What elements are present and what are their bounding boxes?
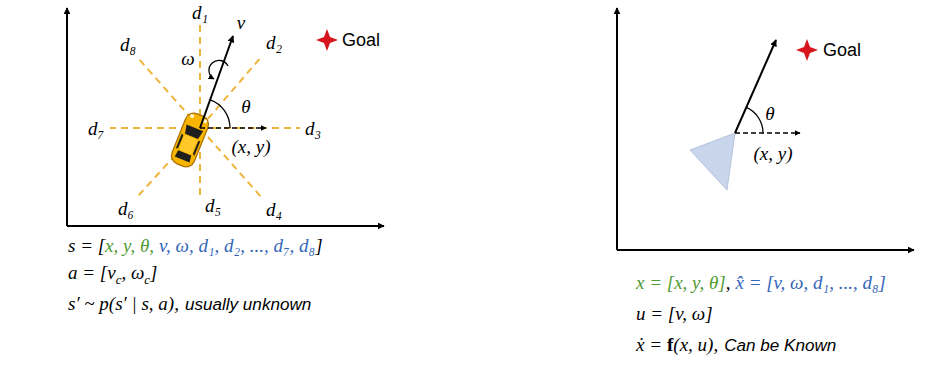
equation-line: x = [x, y, θ],x̂ = [v, ω, d₁, ..., d₈] (636, 272, 886, 295)
equation-term: v, ω, d₁, d₂, ..., d₇, d₈ (159, 235, 315, 256)
equation-term: x = [x, y, θ] (636, 272, 726, 293)
distance-label: d₆ (118, 199, 134, 218)
equation-term: ẋ = (636, 334, 662, 355)
equation-line: a = [vc, ωc] (68, 262, 157, 288)
position-label: (x, y) (231, 137, 270, 156)
sensor-ray (199, 25, 201, 128)
goal-star (316, 29, 338, 51)
equation-term: x, y, θ, (105, 235, 154, 256)
car-body (169, 110, 211, 169)
heading-reference (200, 127, 266, 129)
distance-label: d₄ (266, 200, 282, 219)
angle-arc (210, 100, 230, 128)
equation-term: (x, u), (673, 334, 718, 355)
angle-arc (746, 107, 763, 133)
equation-term: f (667, 334, 673, 355)
car-icon (169, 110, 211, 169)
equation-term: s′ ~ p(s′ | s, a), (68, 293, 179, 314)
equation-term: x̂ = [v, ω, d₁, ..., d₈] (735, 272, 885, 293)
equation-term: ] (315, 235, 322, 256)
equation-term: ] (150, 262, 157, 283)
equation-line: u = [v, ω] (636, 303, 713, 326)
distance-label: d₇ (88, 119, 104, 138)
goal-star (796, 39, 818, 61)
equation-term: a = [v (68, 262, 116, 283)
agent-cone (690, 133, 735, 190)
distance-label: d₈ (120, 35, 136, 54)
equation-term: u = [v, ω] (636, 303, 713, 324)
y-axis (66, 8, 68, 226)
heading-reference (735, 132, 800, 134)
goal-label: Goal (342, 31, 380, 49)
distance-label: d₃ (305, 119, 321, 138)
equation-term: , ω (121, 262, 144, 283)
angular-velocity-label: ω (181, 49, 194, 68)
note-text: usually unknown (185, 295, 311, 314)
equation-line: s′ ~ p(s′ | s, a), usually unknown (68, 293, 311, 316)
sensor-ray (200, 56, 262, 128)
y-axis (616, 8, 618, 250)
equation-term: s = [ (68, 235, 105, 256)
distance-label: d₁ (192, 3, 208, 22)
angle-label: θ (765, 104, 774, 123)
car-roof (179, 135, 198, 155)
car-headlight (190, 113, 195, 118)
subscript: c (144, 272, 150, 287)
velocity-arrow (200, 36, 233, 128)
equation-line: s = [x, y, θ,v, ω, d₁, d₂, ..., d₇, d₈] (68, 235, 323, 258)
subscript: c (116, 272, 122, 287)
goal-label: Goal (823, 41, 861, 59)
distance-label: d₅ (205, 196, 221, 215)
position-label: (x, y) (753, 144, 792, 163)
x-axis (617, 249, 914, 251)
rotation-arrow (209, 60, 228, 79)
equation-term: , (726, 272, 731, 293)
angle-label: θ (241, 97, 250, 116)
sensor-ray (200, 127, 300, 129)
equation-line: ẋ =f(x, u), Can be Known (636, 334, 836, 357)
distance-label: d₂ (266, 33, 282, 52)
note-text: Can be Known (724, 336, 836, 355)
velocity-label: v (237, 13, 245, 32)
x-axis (67, 225, 384, 227)
heading-arrow (735, 40, 776, 133)
